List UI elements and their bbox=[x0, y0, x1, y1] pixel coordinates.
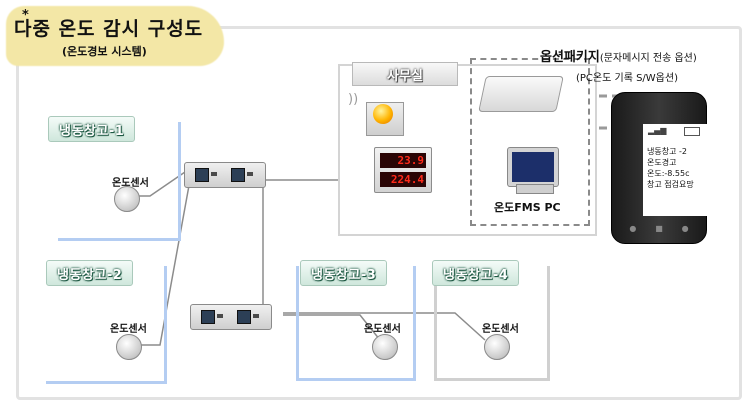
warehouse-4-sensor-label: 온도센서 bbox=[482, 324, 519, 335]
page-title: 다중 온도 감시 구성도 bbox=[14, 18, 204, 40]
pc-label: 온도FMS PC bbox=[494, 201, 561, 214]
pc-keyboard-icon bbox=[516, 184, 554, 194]
option-package-title: 옵션패키지 bbox=[540, 50, 600, 65]
phone-line-1: 냉동창고 -2 bbox=[647, 147, 687, 156]
option-package-outline bbox=[470, 58, 590, 226]
phone-key-icon: ● bbox=[681, 223, 689, 233]
phone-key-icon: ■ bbox=[655, 223, 663, 233]
option-package-detail: (문자메시지 전송 옵션) bbox=[599, 53, 697, 64]
page-subtitle: (온도경보 시스템) bbox=[62, 45, 147, 58]
phone-signal-icon: ▂▄▆ bbox=[648, 126, 667, 135]
warehouse-3-sensor-label: 온도센서 bbox=[364, 324, 401, 335]
temperature-display: 23.9 224.4 bbox=[374, 147, 432, 193]
display-reading-bottom: 224.4 bbox=[380, 172, 426, 187]
phone-battery-icon bbox=[684, 127, 700, 136]
phone-key-icon: ● bbox=[629, 223, 637, 233]
title-background bbox=[6, 6, 224, 66]
warehouse-4-sensor-icon bbox=[484, 334, 510, 360]
warehouse-3-box bbox=[296, 266, 416, 381]
warehouse-2-sensor-label: 온도센서 bbox=[110, 324, 147, 335]
signal-icon: )) bbox=[348, 92, 359, 107]
warehouse-2-sensor-icon bbox=[116, 334, 142, 360]
option-package-sub: (PC온도 기록 S/W옵션) bbox=[576, 73, 678, 84]
sensor-hub-1 bbox=[184, 162, 266, 188]
sensor-hub-2 bbox=[190, 304, 272, 330]
option-package-label: 옵션패키지(문자메시지 전송 옵션) bbox=[540, 46, 697, 65]
warehouse-1-label: 냉동창고-1 bbox=[48, 116, 136, 142]
line-hub2-wh3 bbox=[283, 314, 381, 341]
pc-monitor-icon bbox=[508, 148, 558, 186]
phone-keys: ● ■ ● bbox=[620, 222, 698, 234]
warehouse-4-label: 냉동창고-4 bbox=[432, 260, 520, 286]
warehouse-2-label: 냉동창고-2 bbox=[46, 260, 134, 286]
phone-line-3: 온도:-8.55c bbox=[647, 169, 690, 178]
phone-line-4: 창고 점검요망 bbox=[647, 180, 694, 189]
phone-line-2: 온도경고 bbox=[647, 158, 677, 167]
phone-screen: 냉동창고 -2 온도경고 온도:-8.55c 창고 점검요망 bbox=[643, 124, 711, 216]
line-hub2-wh4 bbox=[283, 312, 486, 341]
warehouse-1-sensor-label: 온도센서 bbox=[112, 178, 149, 189]
warehouse-3-label: 냉동창고-3 bbox=[300, 260, 388, 286]
display-reading-top: 23.9 bbox=[380, 153, 426, 168]
warehouse-2-box bbox=[46, 266, 167, 384]
warehouse-1-box bbox=[58, 122, 181, 241]
title-star: * bbox=[22, 8, 29, 23]
sms-modem-icon bbox=[478, 76, 564, 112]
alarm-lamp-icon bbox=[373, 104, 393, 124]
warehouse-4-box bbox=[434, 266, 550, 381]
office-label: 사무실 bbox=[352, 62, 458, 86]
warehouse-1-sensor-icon bbox=[114, 186, 140, 212]
warehouse-3-sensor-icon bbox=[372, 334, 398, 360]
